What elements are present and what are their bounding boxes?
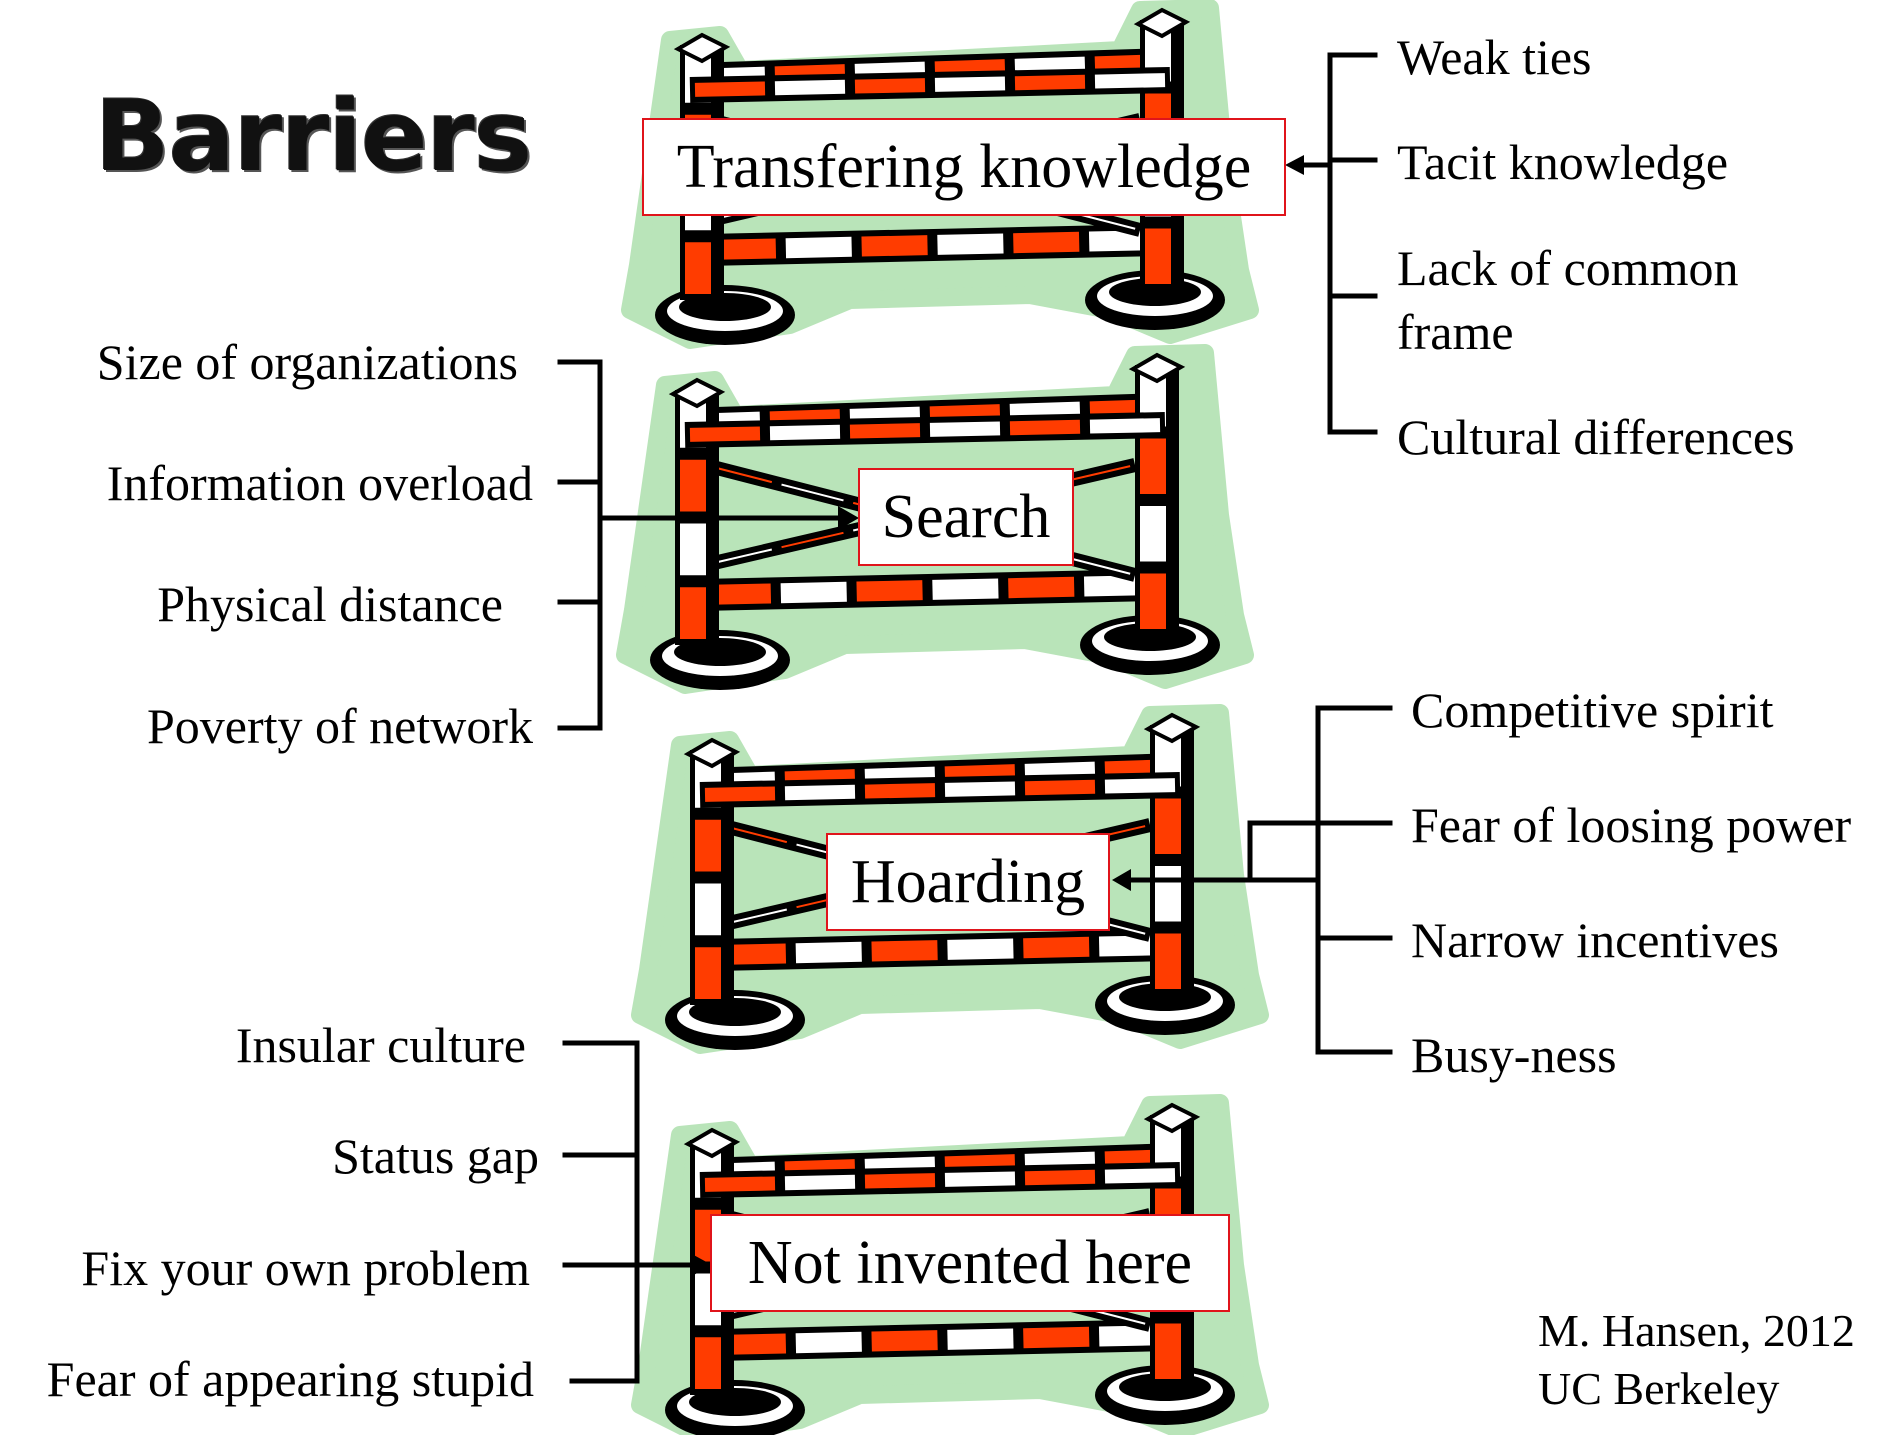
cause-status-gap: Status gap	[332, 1128, 539, 1184]
cause-narrow-incentives: Narrow incentives	[1411, 912, 1779, 968]
arrowhead-hoarding	[1112, 869, 1131, 891]
arrowhead-not-invented-here	[690, 1253, 712, 1277]
barrier-box-search: Search	[858, 468, 1074, 566]
slide-title: Barriers	[95, 80, 532, 194]
cause-tacit-knowledge: Tacit knowledge	[1397, 134, 1729, 190]
cause-physical-distance: Physical distance	[157, 576, 503, 632]
bracket-search	[557, 359, 848, 731]
cause-poverty-of-network: Poverty of network	[146, 698, 533, 754]
cause-information-overload: Information overload	[106, 455, 533, 511]
cause-frame: frame	[1397, 304, 1514, 360]
cause-lack-of-common: Lack of common	[1397, 240, 1739, 296]
barrier-box-transfering-knowledge: Transfering knowledge	[642, 118, 1286, 216]
arrowhead-transfering-knowledge	[1285, 155, 1304, 175]
bracket-transfering-knowledge	[1292, 52, 1378, 435]
cause-fix-your-own-problem: Fix your own problem	[81, 1240, 530, 1296]
cause-busy-ness: Busy-ness	[1411, 1027, 1617, 1083]
credit-author: M. Hansen, 2012	[1538, 1305, 1855, 1356]
bracket-hoarding	[1119, 705, 1393, 1055]
arrowhead-search	[838, 506, 859, 530]
bracket-not-invented-here	[562, 1040, 698, 1384]
cause-fear-of-loosing-power: Fear of loosing power	[1411, 797, 1852, 853]
cause-cultural-differences: Cultural differences	[1397, 409, 1795, 465]
barrier-box-not-invented-here: Not invented here	[710, 1214, 1230, 1312]
cause-insular-culture: Insular culture	[235, 1017, 526, 1073]
barrier-box-hoarding: Hoarding	[826, 833, 1110, 931]
cause-fear-of-appearing-stupid: Fear of appearing stupid	[46, 1351, 534, 1407]
cause-size-of-organizations: Size of organizations	[96, 334, 518, 390]
credit-institution: UC Berkeley	[1538, 1363, 1780, 1414]
cause-weak-ties: Weak ties	[1397, 29, 1592, 85]
cause-competitive-spirit: Competitive spirit	[1411, 682, 1774, 738]
